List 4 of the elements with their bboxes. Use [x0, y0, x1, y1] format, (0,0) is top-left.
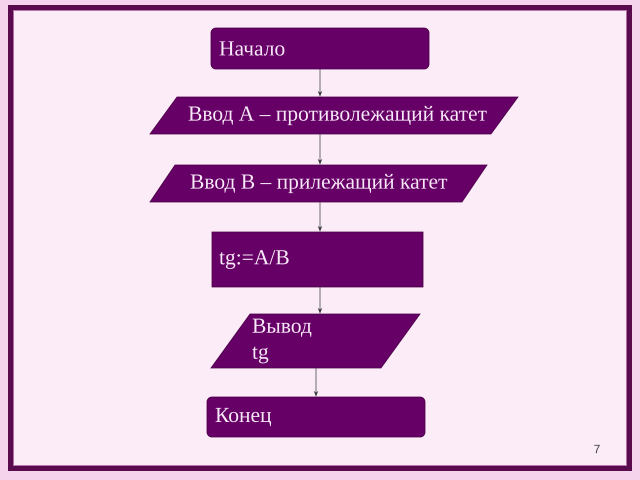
page-number: 7: [594, 444, 600, 454]
process-box: tg:=A/B: [212, 232, 424, 288]
terminal-box: Конец: [206, 396, 426, 438]
terminal-box: Начало: [210, 28, 430, 70]
